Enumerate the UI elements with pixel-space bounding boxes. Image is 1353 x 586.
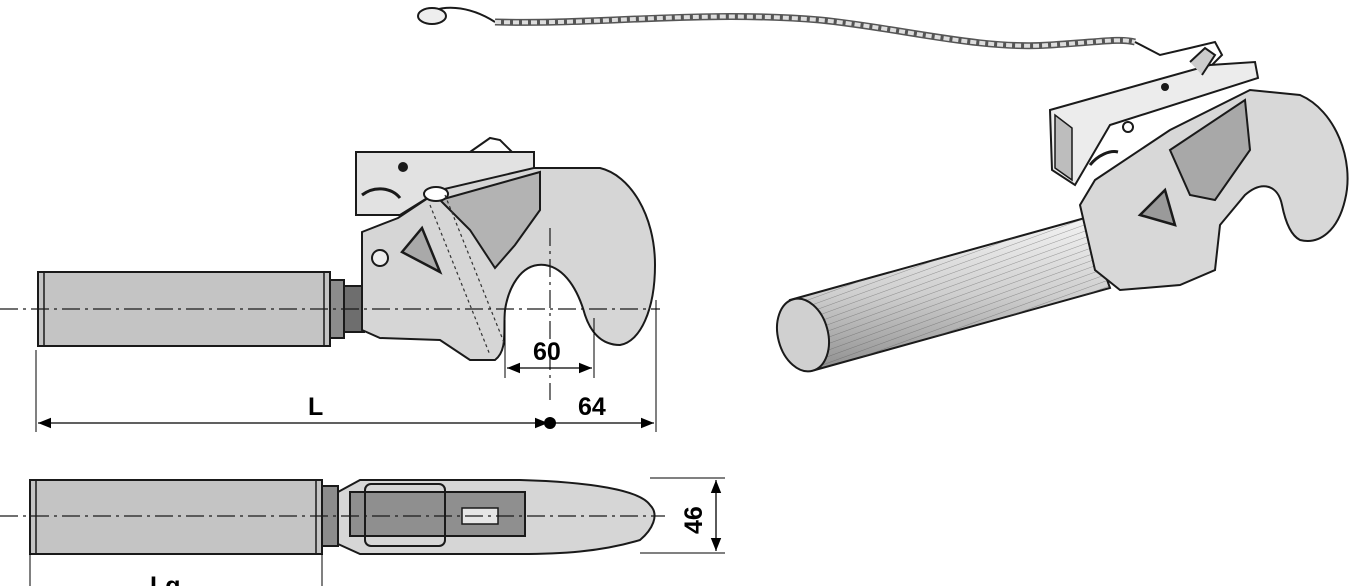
dim-throat-width: 60 (533, 338, 561, 366)
triangle-window-perspective (1137, 187, 1177, 227)
perspective-view (417, 6, 1349, 373)
top-view: 46 Lg (0, 477, 725, 586)
shank-top (29, 479, 323, 555)
dim-overall-length: L (308, 393, 323, 421)
triangle-window-side (400, 225, 443, 275)
dim-thread-length: Lg (150, 572, 181, 586)
dim-hook-width: 46 (680, 506, 708, 534)
housing-perspective (1048, 60, 1260, 187)
shank-end (776, 297, 830, 373)
hook-body-side (361, 167, 657, 361)
dim-hook-offset: 64 (578, 393, 606, 421)
side-view: 60 L 64 (0, 136, 660, 432)
latch-plate-side (438, 170, 541, 270)
safety-chain (417, 6, 1224, 73)
